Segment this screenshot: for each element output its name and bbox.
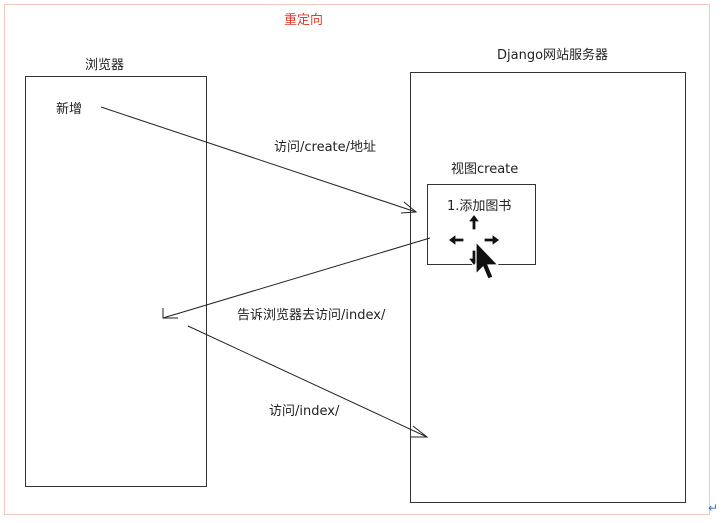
browser-label: 浏览器 (85, 58, 125, 73)
move-cursor-icon (447, 213, 501, 280)
arrow-request-index (187, 325, 428, 438)
arrow-label-request-create: 访问/create/地址 (274, 140, 377, 155)
arrow-label-redirect: 告诉浏览器去访问/index/ (237, 308, 386, 323)
view-content: 1.添加图书 (447, 199, 512, 214)
arrow-request-index-head (411, 425, 429, 438)
arrow-request-create (100, 106, 417, 213)
browser-box (25, 76, 207, 487)
diagram-frame (4, 4, 710, 515)
view-label: 视图create (451, 162, 519, 177)
arrow-label-request-index: 访问/index/ (269, 404, 340, 419)
arrow-request-create-head (400, 201, 418, 214)
arrow-redirect (162, 237, 431, 319)
server-box (410, 72, 686, 503)
browser-item-add: 新增 (56, 102, 83, 117)
diagram-title: 重定向 (284, 13, 324, 28)
arrow-redirect-head (162, 308, 178, 319)
return-icon: ↵ (708, 501, 719, 515)
server-label: Django网站服务器 (497, 48, 609, 63)
